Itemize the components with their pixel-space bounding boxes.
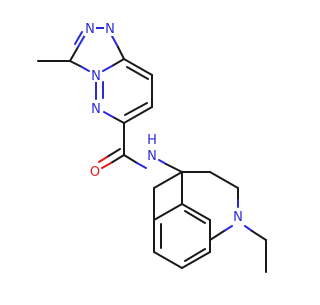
atom-n-isoquinoline: N — [233, 210, 243, 225]
bond-n4-c3a — [79, 65, 90, 72]
bond-c7-c6-double — [124, 102, 148, 116]
bond-n2-c1a — [223, 225, 233, 232]
bond-c7-c6 — [123, 106, 153, 124]
bond-n1-c8a-a — [111, 35, 119, 48]
bond-c8a-c8 — [123, 58, 153, 76]
bond-co-double-a — [106, 148, 121, 158]
bond-c3-n2a — [69, 46, 79, 62]
atom-n-triazole-2: N — [105, 22, 115, 37]
atom-n-bridge: N — [91, 69, 101, 84]
saturated-ring — [181, 171, 267, 273]
bond-cn-a — [123, 154, 138, 164]
bond-cn-b — [136, 162, 147, 169]
bond-n-c5b — [165, 163, 183, 173]
bond-n1-c8a-b — [117, 46, 125, 60]
atom-labels: N N N N O N H N — [84, 20, 244, 225]
pyridazine-ring — [95, 58, 153, 124]
atom-o-carbonyl: O — [90, 165, 100, 180]
bond-c6-n5b — [103, 111, 114, 118]
atom-n-amide: N — [147, 149, 157, 164]
bond-c3-n2b — [77, 34, 86, 48]
bond-c8a-c8-double — [126, 66, 149, 80]
bond-n2-ethyl-a — [244, 225, 253, 232]
bond-c8a-n4b — [102, 65, 113, 72]
bond-c7-c8 — [153, 251, 183, 269]
bond-c4a-c6 — [153, 203, 183, 221]
bond-c3-n2-double — [74, 31, 83, 45]
bond-c4-c3 — [209, 171, 239, 189]
triazole-ring — [69, 27, 125, 72]
bond-n-c5a — [158, 159, 167, 165]
molecule-structure: N N N N O N H N — [37, 20, 267, 273]
bond-c8-c8a — [181, 251, 211, 269]
benzene-ring — [153, 171, 211, 269]
atom-n-triazole-1: N — [85, 22, 95, 37]
bond-co-double-b — [98, 156, 108, 163]
structure-canvas: N N N N O N H N — [37, 20, 267, 273]
atom-n-pyridazine: N — [91, 102, 101, 117]
bond-n4-c3b — [69, 60, 81, 67]
bond-n2-ethyl-b — [251, 230, 267, 241]
bond-c6-n5a — [112, 116, 125, 124]
bond-co-a — [110, 154, 125, 164]
bond-n2-c1b — [209, 230, 225, 241]
bond-c8a-n4a — [111, 58, 125, 67]
bond-co-b — [101, 162, 112, 169]
bond-arom-3 — [184, 210, 206, 224]
bond-c5-c6ar — [153, 171, 183, 189]
bond-ring-close — [181, 203, 211, 221]
atom-h-amide: H — [147, 133, 157, 148]
amide-group — [98, 122, 183, 173]
bond-arom-2 — [184, 248, 206, 262]
